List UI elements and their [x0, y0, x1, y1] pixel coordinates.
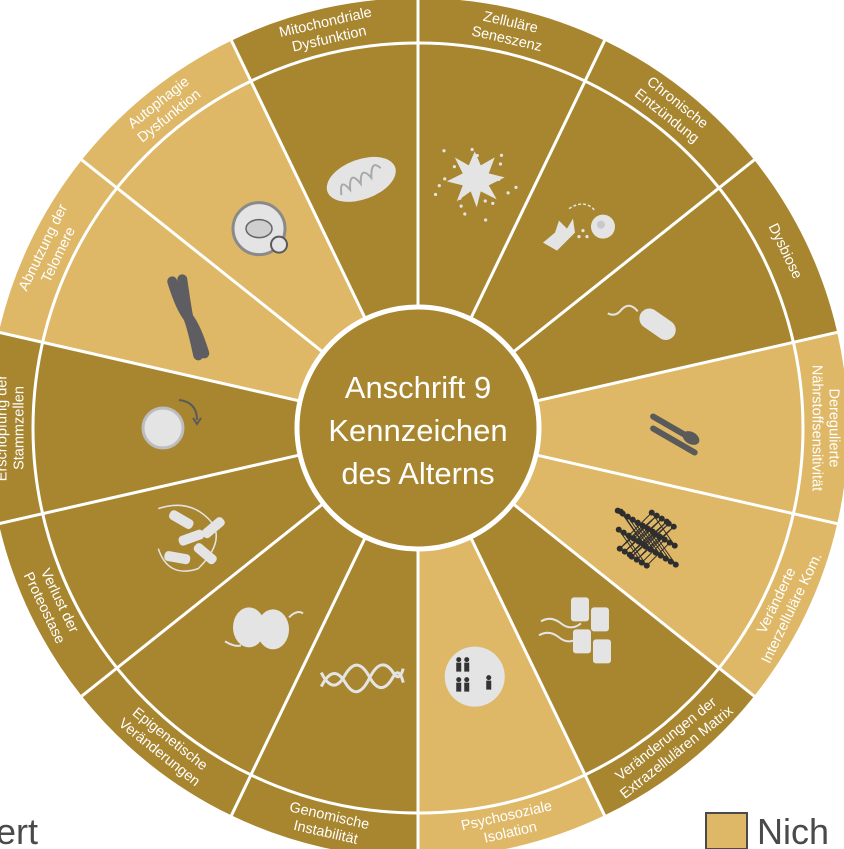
center-title-line-2: Kennzeichen — [328, 413, 507, 448]
segment-icon-zone — [418, 43, 586, 319]
label-band-divider-ring — [31, 41, 805, 815]
segment-label: Nährstoffsensitivität — [809, 365, 825, 491]
bacterium-icon — [607, 304, 676, 340]
segment-label-band — [418, 0, 605, 82]
segment-icon-zone — [470, 503, 720, 775]
stem-cell-icon — [141, 399, 202, 450]
wheel-icons — [141, 147, 700, 707]
legend-right-text: Nich — [757, 811, 829, 849]
segment-divider — [511, 502, 756, 698]
segment-divider — [0, 453, 301, 525]
segment-label-band — [585, 40, 755, 188]
cutlery-icon — [650, 413, 700, 456]
segment-label-band — [0, 513, 117, 697]
segment-label: Erschöpfung der — [0, 375, 10, 482]
inflammation-cell-icon — [542, 203, 615, 251]
center-title-line-1: Anschrift 9 — [345, 370, 491, 405]
segment-divider — [469, 536, 606, 817]
cell-network-icon — [614, 507, 679, 569]
segment-divider — [80, 158, 325, 354]
autophagosome-icon — [231, 201, 289, 257]
segment-label-band — [0, 332, 43, 524]
isolated-people-icon — [444, 646, 505, 707]
segment-label: Deregulierte — [826, 389, 842, 468]
segment-label-band — [418, 774, 605, 849]
segment-label-band — [719, 513, 838, 697]
segment-divider — [230, 39, 367, 320]
segment-label-band — [81, 668, 251, 816]
segment-label-band — [231, 774, 418, 849]
dna-helix-icon — [319, 663, 405, 694]
segment-icon-zone — [512, 187, 794, 402]
segment-icon-zone — [470, 81, 720, 353]
segment-icon-zone — [512, 454, 794, 669]
segment-label-band — [719, 159, 838, 343]
segment-divider — [535, 453, 838, 526]
segment-label-band — [0, 159, 117, 343]
segment-divider — [0, 331, 301, 403]
segment-divider — [80, 502, 325, 698]
segment-divider — [230, 536, 367, 817]
mitochondrion-icon — [326, 156, 396, 202]
segment-label-band — [793, 332, 844, 524]
legend-left-text: ert — [0, 811, 38, 849]
chromosome-icon — [167, 274, 210, 361]
segment-label-band — [585, 668, 755, 816]
center-circle — [294, 304, 542, 552]
senescent-cell-icon — [433, 147, 518, 222]
extracellular-matrix-icon — [538, 597, 611, 664]
segment-label-band — [81, 40, 251, 188]
center-title-line-3: des Alterns — [341, 456, 494, 491]
legend-swatch — [705, 812, 748, 849]
segment-label-band — [231, 0, 418, 82]
segment-divider — [511, 158, 756, 354]
segment-divider — [535, 330, 838, 403]
nucleosome-icon — [224, 607, 304, 650]
segment-divider — [469, 39, 606, 320]
protein-icon — [157, 504, 225, 572]
segment-label: Stammzellen — [11, 386, 27, 470]
